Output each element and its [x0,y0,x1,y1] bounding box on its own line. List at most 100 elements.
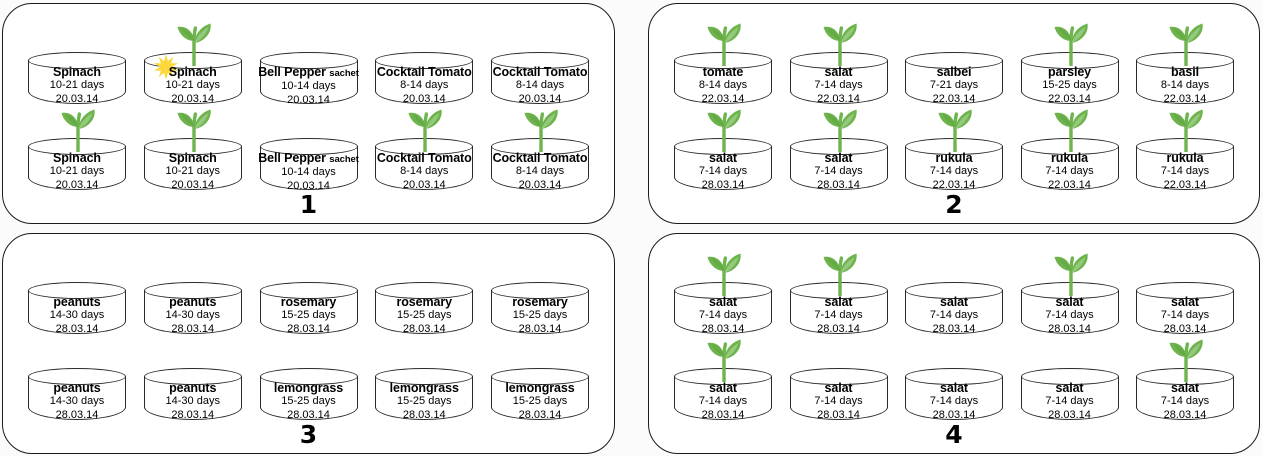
pot-cylinder [1136,282,1234,334]
pot-rim [674,138,772,155]
pot-cylinder [905,282,1003,334]
pot-body [491,60,589,104]
panel-number: 1 [299,190,318,219]
pot-cylinder [28,368,126,420]
pot-rim [789,138,888,155]
pot-cylinder [905,52,1003,104]
pot-rim [1020,138,1119,155]
pot-cylinder [143,138,242,190]
pot-rim [259,138,358,155]
pot-rim [259,282,358,299]
pot-cylinder [789,368,888,420]
pot-rim [375,368,474,385]
pot-cylinder [259,282,358,334]
pot-cylinder [28,282,126,334]
pot-cylinder [789,138,888,190]
pot-rim [491,282,589,299]
pot-cylinder [1020,368,1119,420]
pot-rim [259,52,358,69]
pot-cylinder [1020,138,1119,190]
pot-rim [375,52,474,69]
pot-cylinder [375,282,474,334]
pot-cylinder [143,282,242,334]
pot-rim [375,138,474,155]
pot-body [674,290,772,334]
pot-cylinder [375,52,474,104]
pot-cylinder [259,368,358,420]
pot-cylinder [491,52,589,104]
pot-rim [28,282,126,299]
pot-rim [1136,368,1234,385]
pot-rim [789,52,888,69]
pot-rim [1020,368,1119,385]
pot-rim [375,282,474,299]
pot-body [259,290,358,334]
pot-rim [143,368,242,385]
pot-rim [143,52,242,69]
pot-cylinder [1020,282,1119,334]
pot-cylinder [1136,138,1234,190]
pot-rim [905,368,1003,385]
pot-rim [1136,52,1234,69]
pot-rim [491,138,589,155]
panel-number: 3 [299,420,318,449]
pot-rim [143,138,242,155]
pot-cylinder [674,138,772,190]
pot-cylinder [259,138,358,190]
pot-rim [789,282,888,299]
pot-cylinder [375,368,474,420]
pot-rim [1020,52,1119,69]
pot-cylinder [28,52,126,104]
pot-cylinder [143,368,242,420]
